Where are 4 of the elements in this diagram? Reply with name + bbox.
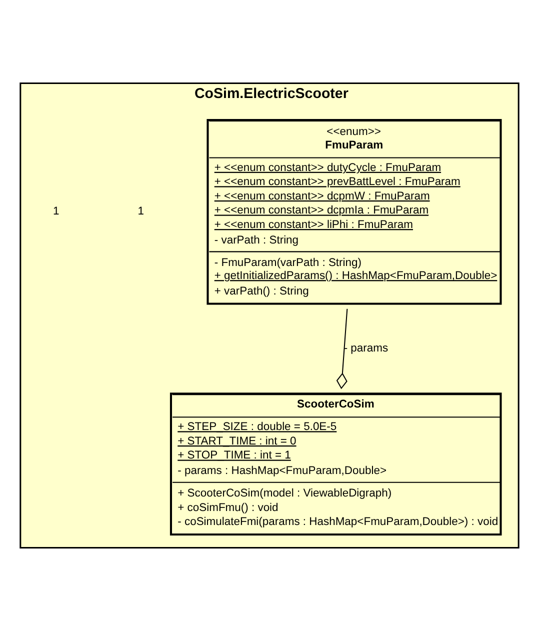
edge-label: - params bbox=[344, 342, 388, 354]
connector bbox=[336, 308, 348, 389]
label: 1 bbox=[138, 205, 144, 218]
label: 1 bbox=[53, 205, 60, 218]
